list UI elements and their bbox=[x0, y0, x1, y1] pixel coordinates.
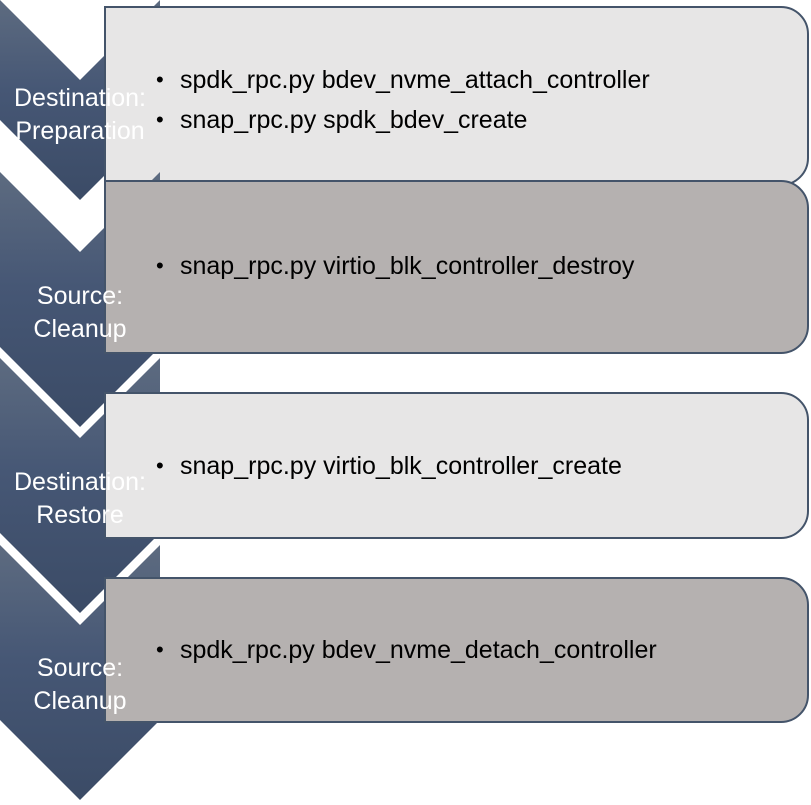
command-list: •snap_rpc.py virtio_blk_controller_creat… bbox=[156, 446, 622, 486]
bullet-icon: • bbox=[156, 637, 164, 662]
command-item: •snap_rpc.py virtio_blk_controller_destr… bbox=[156, 246, 634, 286]
command-list: •snap_rpc.py virtio_blk_controller_destr… bbox=[156, 246, 634, 286]
command-box: •snap_rpc.py virtio_blk_controller_creat… bbox=[104, 392, 809, 539]
command-item: •spdk_rpc.py bdev_nvme_detach_controller bbox=[156, 630, 657, 670]
step-label: Destination: Preparation bbox=[13, 84, 147, 145]
step-label: Source: Cleanup bbox=[33, 282, 127, 343]
command-list: •spdk_rpc.py bdev_nvme_attach_controller… bbox=[156, 60, 650, 140]
bullet-icon: • bbox=[156, 67, 164, 92]
command-box: •spdk_rpc.py bdev_nvme_attach_controller… bbox=[104, 6, 809, 186]
command-item: •snap_rpc.py spdk_bdev_create bbox=[156, 100, 650, 140]
command-list: •spdk_rpc.py bdev_nvme_detach_controller bbox=[156, 630, 657, 670]
command-item: •spdk_rpc.py bdev_nvme_attach_controller bbox=[156, 60, 650, 100]
bullet-icon: • bbox=[156, 453, 164, 478]
bullet-icon: • bbox=[156, 107, 164, 132]
step-label: Destination: Restore bbox=[13, 468, 147, 529]
command-item: •snap_rpc.py virtio_blk_controller_creat… bbox=[156, 446, 622, 486]
command-box: •spdk_rpc.py bdev_nvme_detach_controller bbox=[104, 577, 809, 723]
command-box: •snap_rpc.py virtio_blk_controller_destr… bbox=[104, 180, 809, 354]
bullet-icon: • bbox=[156, 253, 164, 278]
step-label: Source: Cleanup bbox=[33, 654, 127, 715]
